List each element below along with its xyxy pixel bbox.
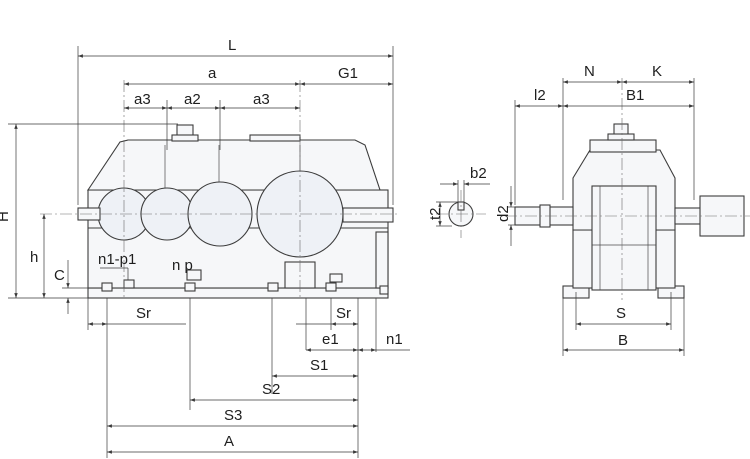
- breather-base: [171, 134, 199, 142]
- label-K: K: [652, 63, 662, 80]
- foot-bolt-1: [101, 282, 113, 292]
- foot-bolt-6: [329, 273, 343, 283]
- label-d2: d2: [495, 205, 512, 222]
- side-top-cap: [589, 139, 657, 153]
- label-l2: l2: [534, 87, 546, 104]
- label-C: C: [54, 267, 65, 284]
- label-S1: S1: [310, 357, 328, 374]
- label-e1: e1: [322, 331, 339, 348]
- label-L: L: [228, 37, 236, 54]
- label-n1-p1: n1-p1: [98, 251, 136, 268]
- foot-bolt-3: [184, 282, 196, 292]
- front-dimensions: L a G1 a3 a2 a3 H h C n1-p1 n p: [0, 37, 410, 458]
- label-G1: G1: [338, 65, 358, 82]
- label-a2: a2: [184, 91, 201, 108]
- foot-bolt-4: [267, 282, 279, 292]
- label-a3-right: a3: [253, 91, 270, 108]
- label-t2: t2: [427, 207, 444, 220]
- label-S: S: [616, 305, 626, 322]
- foot-bolt-2: [123, 279, 135, 289]
- label-h: h: [30, 249, 38, 266]
- inspection-cover: [249, 134, 301, 142]
- oil-plug: [186, 269, 202, 281]
- label-n1: n1: [386, 331, 403, 348]
- output-shaft: [342, 207, 394, 223]
- label-S2: S2: [262, 381, 280, 398]
- label-N: N: [584, 63, 595, 80]
- side-inner-block: [591, 185, 657, 291]
- label-Sr-right: Sr: [336, 305, 351, 322]
- front-upper-cover: [86, 139, 381, 191]
- front-view: [40, 80, 400, 300]
- label-n-p: n p: [172, 257, 193, 274]
- side-view: [505, 78, 750, 300]
- side-dimensions: N K l2 B1 d2 S B: [495, 63, 695, 356]
- label-B1: B1: [626, 87, 644, 104]
- label-A: A: [224, 433, 234, 450]
- foot-bolt-5: [325, 282, 337, 292]
- label-a3-left: a3: [134, 91, 151, 108]
- label-B: B: [618, 332, 628, 349]
- label-S3: S3: [224, 407, 242, 424]
- label-Sr-left: Sr: [136, 305, 151, 322]
- keyway-section: b2 t2: [427, 165, 490, 238]
- label-a: a: [208, 65, 217, 82]
- label-b2: b2: [470, 165, 487, 182]
- front-base: [87, 287, 389, 299]
- label-H: H: [0, 211, 12, 222]
